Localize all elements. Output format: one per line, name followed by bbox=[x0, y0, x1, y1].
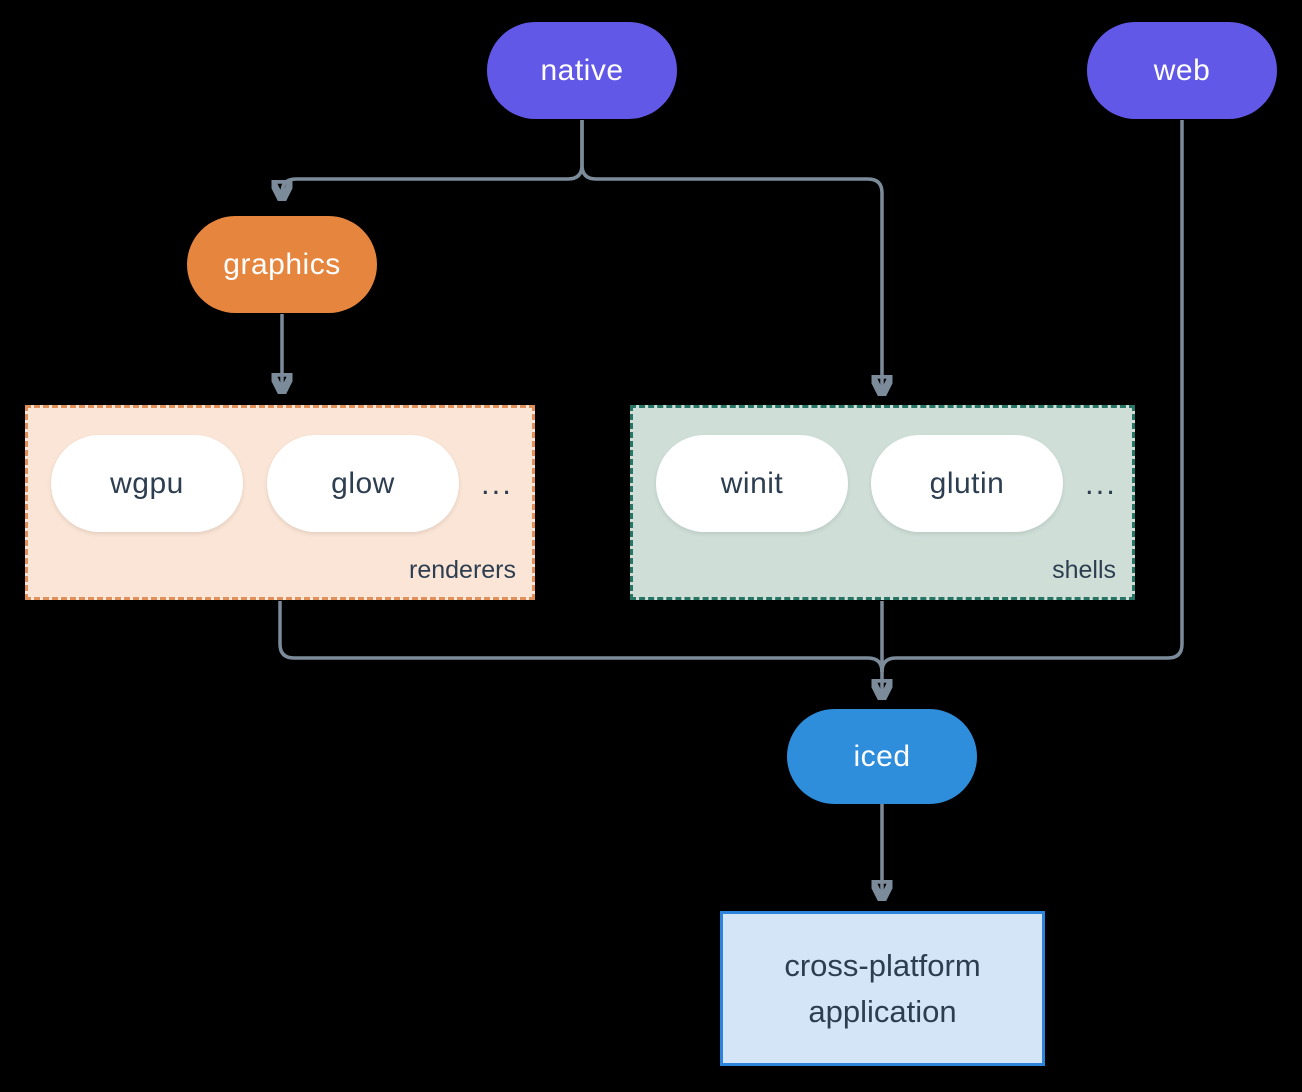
node-wgpu: wgpu bbox=[51, 435, 243, 532]
renderers-ellipsis: ... bbox=[481, 465, 513, 501]
node-winit: winit bbox=[656, 435, 848, 532]
node-web: web bbox=[1087, 22, 1277, 119]
node-wgpu-label: wgpu bbox=[110, 466, 184, 500]
node-glow-label: glow bbox=[331, 466, 395, 500]
group-shells-label: shells bbox=[1052, 556, 1116, 584]
node-glutin: glutin bbox=[871, 435, 1063, 532]
node-web-label: web bbox=[1153, 53, 1211, 87]
group-renderers-label: renderers bbox=[409, 556, 516, 584]
app-label-line-2: application bbox=[808, 993, 957, 1029]
shells-ellipsis: ... bbox=[1085, 465, 1117, 501]
node-glow: glow bbox=[267, 435, 459, 532]
node-glutin-label: glutin bbox=[929, 466, 1005, 500]
group-renderers: wgpu glow ... renderers bbox=[25, 405, 535, 600]
node-iced-label: iced bbox=[853, 739, 911, 773]
node-graphics-label: graphics bbox=[223, 247, 341, 281]
node-native: native bbox=[487, 22, 677, 119]
node-winit-label: winit bbox=[720, 466, 784, 500]
edge-native-graphics bbox=[282, 120, 584, 199]
group-shells: winit glutin ... shells bbox=[630, 405, 1135, 600]
app-label-line-1: cross-platform bbox=[784, 947, 981, 983]
edge-native-shells bbox=[580, 120, 882, 394]
node-native-label: native bbox=[540, 53, 624, 87]
node-cross-platform-application: cross-platform application bbox=[720, 911, 1045, 1066]
node-iced: iced bbox=[787, 709, 977, 804]
edge-renderers-iced bbox=[278, 601, 884, 673]
node-graphics: graphics bbox=[187, 216, 377, 313]
